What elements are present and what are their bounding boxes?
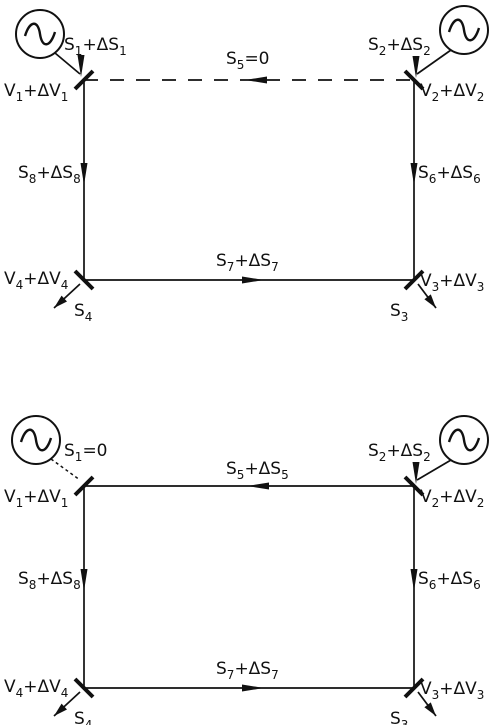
arrow-s7 [242,276,264,284]
arrow-s5 [245,76,267,84]
arrow-s2 [412,462,420,484]
label-s7: S7+ΔS7 [216,251,279,274]
label-v1: V1+ΔV1 [4,487,68,510]
label-s5: S5=0 [226,49,270,72]
load-arrow-s4 [53,691,81,717]
bus-4-marker [73,677,95,699]
arrow-s8 [80,569,88,591]
bus-2-marker [403,475,425,497]
label-v1: V1+ΔV1 [4,81,68,104]
label-v4: V4+ΔV4 [4,269,68,292]
bus-1-marker [73,69,95,91]
bus-3-marker [403,269,425,291]
label-s6: S6+ΔS6 [418,569,481,592]
label-s1: S1+ΔS1 [64,35,127,58]
label-v2: V2+ΔV2 [420,81,484,104]
arrow-s6 [410,163,418,185]
label-v2: V2+ΔV2 [420,487,484,510]
load-arrow-s4 [53,283,81,309]
label-s4: S4 [74,301,92,324]
generator-1-icon [11,415,61,465]
label-s3: S3 [390,301,408,324]
label-s7: S7+ΔS7 [216,659,279,682]
bus-1-marker [73,475,95,497]
bus-4-marker [73,269,95,291]
arrow-s6 [410,569,418,591]
load-arrow-s3 [417,283,437,309]
load-arrow-s3 [417,691,437,717]
injection-line-s1 [54,52,81,75]
bus-2-marker [403,69,425,91]
label-s8: S8+ΔS8 [18,163,81,186]
generator-2-icon [439,415,489,465]
bus-3-marker [403,677,425,699]
arrow-s8 [80,163,88,185]
arrow-s2 [412,56,420,78]
label-v3: V3+ΔV3 [420,679,484,702]
label-s8: S8+ΔS8 [18,569,81,592]
label-v3: V3+ΔV3 [420,271,484,294]
label-s2: S2+ΔS2 [368,441,431,464]
arrow-s1 [77,55,85,77]
label-s3: S3 [390,709,408,725]
label-s2: S2+ΔS2 [368,35,431,58]
generator-2-icon [439,5,489,55]
arrow-s7 [242,684,264,692]
injection-line-s2 [416,459,452,481]
generator-1-icon [15,9,65,59]
label-s5: S5+ΔS5 [226,459,289,482]
label-s4: S4 [74,709,92,725]
injection-line-s2 [416,49,452,75]
label-s6: S6+ΔS6 [418,163,481,186]
label-v4: V4+ΔV4 [4,677,68,700]
label-s1: S1=0 [64,441,108,464]
arrow-s5 [247,482,269,490]
